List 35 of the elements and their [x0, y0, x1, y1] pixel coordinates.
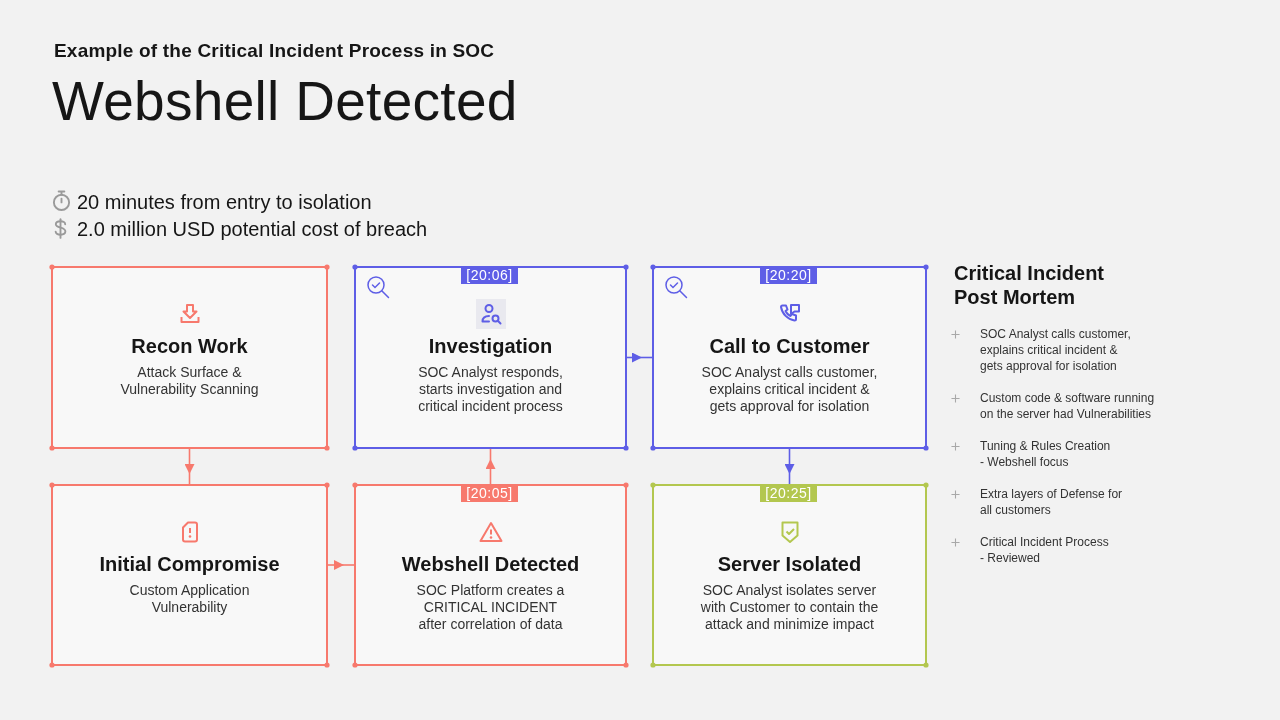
step-title: Recon Work — [131, 334, 248, 358]
list-item: Critical Incident Process - Reviewed — [980, 534, 1110, 566]
section-heading: Critical Incident Post Mortem — [954, 261, 1106, 309]
arrow — [485, 447, 496, 486]
step-description: SOC Analyst responds, starts investigation and critical incident process — [417, 364, 564, 415]
step-description: SOC Analyst isolates server with Customer to contain the attack and minimize impact — [699, 582, 880, 633]
step-title: Server Isolated — [717, 552, 862, 576]
step-title: Initial Compromise — [99, 552, 280, 576]
list-item: Custom code & software running on the server had Vulnerabilities — [980, 390, 1156, 422]
step-title: Call to Customer — [709, 334, 870, 358]
step-description: SOC Analyst calls customer, explains critical incident & gets approval for isolation — [700, 364, 879, 415]
stat-text: 20 minutes from entry to isolation — [77, 190, 372, 215]
subtitle: Example of the Critical Incident Process in SOC — [54, 39, 495, 63]
step-description: Attack Surface & Vulnerability Scanning — [119, 364, 260, 398]
stat-text: 2.0 million USD potential cost of breach — [77, 217, 428, 242]
list-item: SOC Analyst calls customer, explains critical incident & gets approval for isolation — [980, 326, 1132, 374]
step-title: Webshell Detected — [401, 552, 580, 576]
step-box — [352, 264, 629, 451]
step-description: Custom Application Vulnerability — [128, 582, 251, 616]
timestamp: [20:05] — [461, 485, 518, 502]
timestamp: [20:06] — [461, 267, 518, 284]
arrow — [784, 447, 795, 486]
step-box — [49, 264, 330, 451]
step-box — [49, 482, 330, 668]
arrow — [184, 447, 195, 486]
list-item: Tuning & Rules Creation - Webshell focus — [980, 438, 1112, 470]
step-box — [650, 482, 929, 668]
list-item: Extra layers of Defense for all customers — [980, 486, 1124, 518]
step-box — [650, 264, 929, 451]
step-description: SOC Platform creates a CRITICAL INCIDENT after correlation of data — [415, 582, 566, 633]
timestamp: [20:25] — [760, 485, 817, 502]
step-box — [352, 482, 629, 668]
step-title: Investigation — [428, 334, 553, 358]
timestamp: [20:20] — [760, 267, 817, 284]
page-title: Webshell Detected — [52, 71, 518, 131]
